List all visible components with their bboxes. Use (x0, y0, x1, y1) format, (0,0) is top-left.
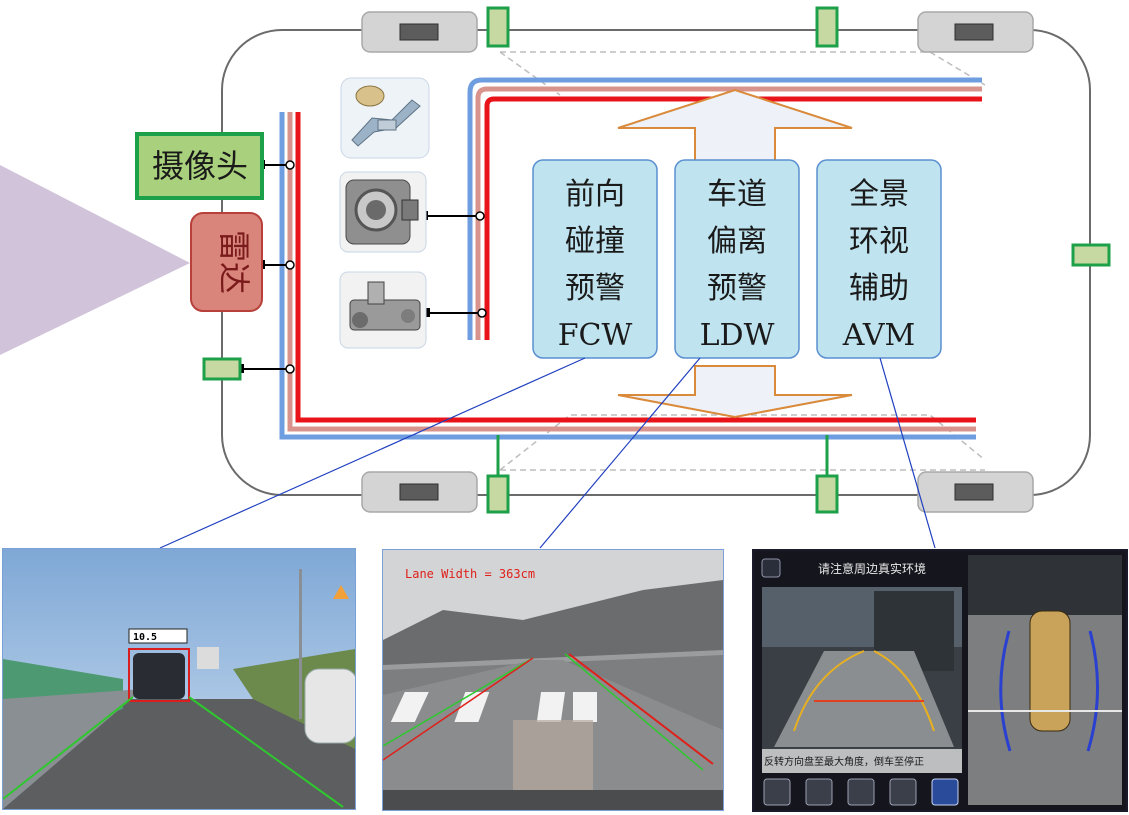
bus-line-pink (287, 112, 976, 432)
radar-module-label: 雷达 (215, 230, 253, 294)
feature-avm-abbr: AVM (842, 318, 916, 353)
feature-avm-line1: 全景 (849, 177, 909, 212)
fcw-distance-label: 10.5 (133, 632, 157, 643)
steering-actuator-photo (340, 77, 430, 159)
fcw-scene: 10.5 (3, 549, 355, 809)
ldw-leader-line (539, 357, 701, 549)
feature-avm-line2: 环视 (849, 224, 909, 259)
camera-module (135, 132, 264, 200)
avm-view-button-5[interactable] (931, 778, 959, 806)
wheel-rear-right (917, 471, 1034, 513)
avm-display: 请注意周边真实环境 反转方向盘至最大角度，倒车至停正 (752, 549, 1128, 812)
avm-view-button-4[interactable] (889, 778, 917, 806)
radar-bus-joint (285, 260, 295, 270)
throttle-bus-joint (475, 211, 485, 221)
camera-module-label: 摄像头 (152, 147, 248, 185)
feature-fcw-line1: 前向 (565, 177, 625, 212)
avm-view-button-3[interactable] (847, 778, 875, 806)
camera-bus-joint (285, 160, 295, 170)
radar-module (190, 212, 263, 312)
sensor-top-right (815, 6, 839, 48)
feature-box-fcw (532, 159, 658, 359)
feature-ldw-line2: 偏离 (707, 224, 767, 259)
wheel-front-left (361, 11, 478, 53)
wheel-front-right (361, 471, 478, 513)
feature-ldw-abbr: LDW (700, 318, 775, 353)
feature-fcw-abbr: FCW (558, 318, 633, 353)
throttle-actuator-photo (339, 171, 427, 253)
avm-view-button-2[interactable] (805, 778, 833, 806)
bus-line-red (295, 112, 976, 423)
ldw-scene: Lane Width = 363cm (383, 550, 723, 810)
bus-line-inner-red (484, 96, 982, 340)
avm-view-buttons (763, 778, 959, 806)
feature-ldw-line3: 预警 (707, 271, 767, 306)
brake-actuator-photo (339, 271, 427, 349)
fcw-camera-view: 10.5 (2, 548, 356, 810)
feature-avm-line3: 辅助 (849, 271, 909, 306)
sensor-bottom-left (486, 474, 510, 514)
avm-header-text: 请注意周边真实环境 (818, 561, 926, 576)
bus-line-blue (279, 112, 976, 440)
sensor-top-left (486, 6, 510, 48)
brake-bus-joint (477, 308, 487, 318)
ldw-lane-width-text: Lane Width = 363cm (405, 567, 535, 581)
feature-fcw-line3: 预警 (565, 271, 625, 306)
feature-box-ldw (674, 159, 800, 359)
fcw-leader-line (159, 357, 586, 549)
vehicle-dashed-guide-bottom (499, 414, 986, 471)
sensor-bottom-right (815, 474, 839, 514)
avm-footer-text: 反转方向盘至最大角度，倒车至停正 (764, 755, 924, 768)
sensor-front-side (202, 357, 242, 381)
feature-fcw-line2: 碰撞 (565, 224, 625, 259)
avm-view-button-1[interactable] (763, 778, 791, 806)
sensor-rear (1071, 243, 1111, 267)
avm-leader-line (879, 357, 936, 549)
wheel-rear-left (917, 11, 1034, 53)
bus-line-inner-pink (475, 86, 982, 340)
avm-scene: 请注意周边真实环境 反转方向盘至最大角度，倒车至停正 (754, 551, 1126, 810)
feature-ldw-line1: 车道 (707, 177, 767, 212)
downward-data-arrow (617, 365, 853, 419)
side-sensor-bus-joint (285, 364, 295, 374)
avm-mode-icon[interactable] (761, 558, 781, 578)
feature-box-avm (816, 159, 942, 359)
upward-data-arrow (617, 88, 853, 163)
bus-line-inner-blue (467, 77, 982, 340)
radar-field-of-view (0, 165, 190, 355)
ldw-camera-view: Lane Width = 363cm (382, 549, 724, 811)
